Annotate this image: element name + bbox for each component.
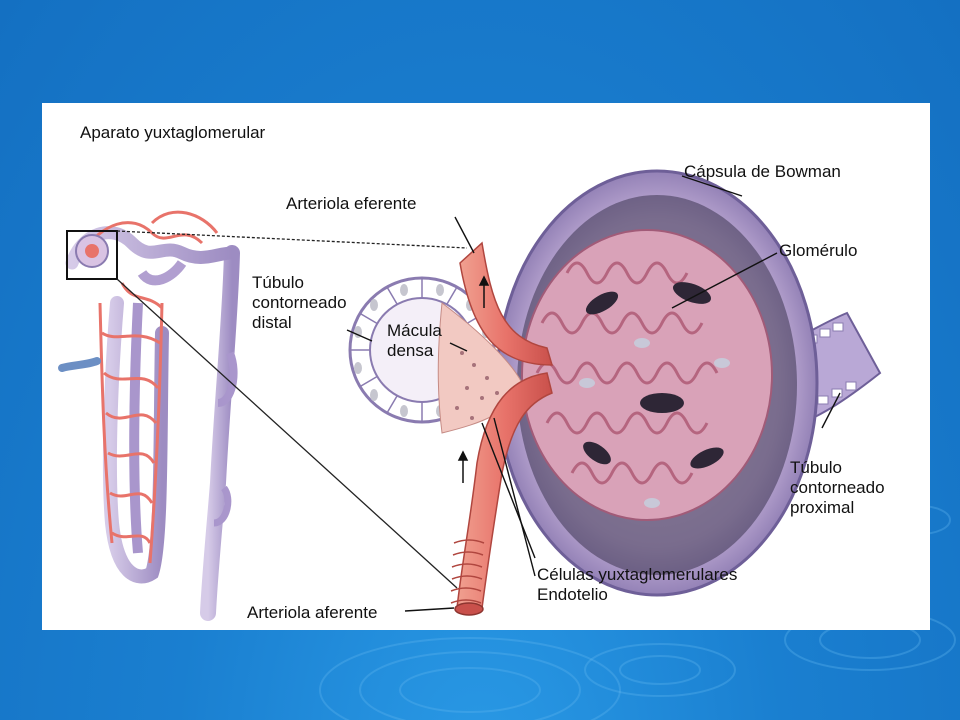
juxtaglomerular-figure: Aparato yuxtaglomerular Arteriola eferen…: [42, 103, 930, 630]
label-capsula-bowman: Cápsula de Bowman: [684, 162, 841, 181]
label-tubulo-distal: Túbulo contorneado distal: [252, 273, 347, 332]
nephron-overview: [58, 210, 240, 621]
label-glomerulo: Glomérulo: [779, 241, 858, 260]
leader-lines: [346, 175, 841, 612]
label-celulas-yuxtaglomerulares: Células yuxtaglomerulares: [537, 565, 738, 584]
label-macula-densa: Mácula densa: [387, 321, 442, 360]
label-endotelio: Endotelio: [537, 585, 608, 604]
label-tubulo-proximal: Túbulo contorneado proximal: [790, 458, 885, 517]
label-arteriola-eferente: Arteriola eferente: [286, 194, 417, 213]
figure-title: Aparato yuxtaglomerular: [80, 123, 266, 142]
figure-drawing: [58, 169, 882, 621]
renal-corpuscle: [495, 169, 882, 597]
label-arteriola-aferente: Arteriola aferente: [247, 603, 378, 622]
zoom-lines: [116, 230, 468, 589]
arterioles: [437, 241, 554, 616]
